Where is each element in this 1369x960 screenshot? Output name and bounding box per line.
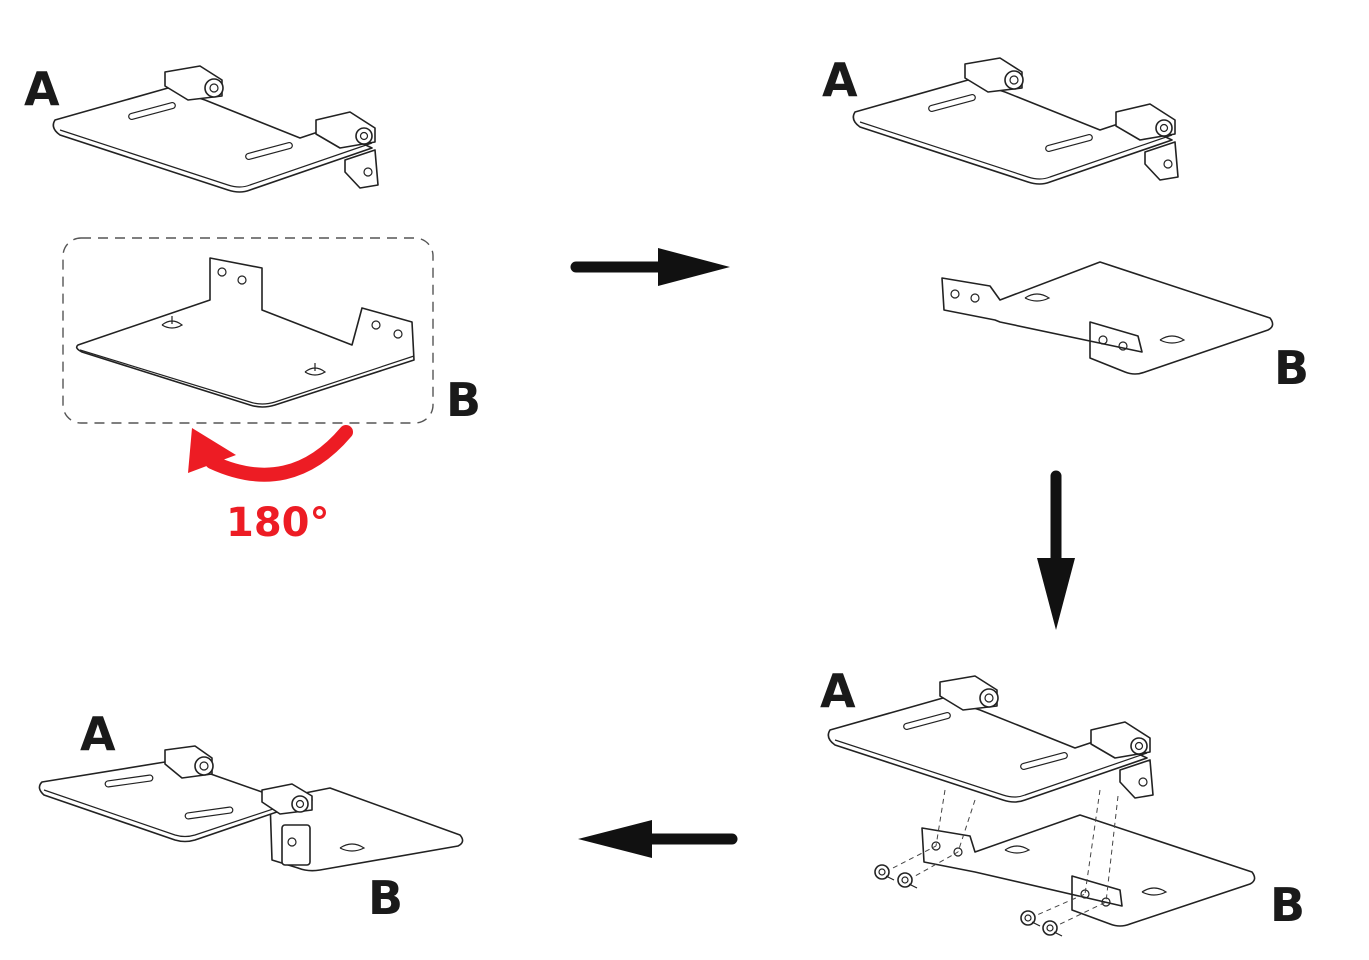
- step-2-position: A B: [822, 53, 1309, 395]
- plate-b: [941, 261, 1274, 375]
- screw-icon: [1020, 910, 1041, 927]
- plate-b: [75, 257, 415, 408]
- rotate-arrow-icon: [188, 425, 353, 482]
- arrow-left-icon: [578, 820, 738, 858]
- label-b: B: [368, 871, 403, 925]
- plate-a: [52, 65, 379, 193]
- rotation-label: 180°: [226, 500, 330, 546]
- arrow-right-icon: [570, 248, 730, 286]
- label-a: A: [80, 707, 116, 761]
- step-1-rotate-b: A B 180°: [24, 62, 481, 546]
- plate-a: [38, 745, 313, 843]
- plate-a: [852, 57, 1179, 185]
- screw-icon: [1042, 920, 1063, 937]
- highlight-box: [62, 237, 434, 424]
- arrow-down-icon: [1037, 470, 1075, 630]
- label-a: A: [820, 664, 856, 718]
- plate-b: [269, 787, 464, 872]
- screw-icon: [874, 864, 895, 881]
- alignment-lines: [884, 789, 1119, 929]
- label-b: B: [1274, 341, 1309, 395]
- label-a: A: [24, 62, 60, 116]
- step-4-assembled: A B: [38, 707, 464, 925]
- label-b: B: [1270, 878, 1305, 932]
- screw-icon: [897, 872, 918, 889]
- plate-a: [827, 675, 1154, 803]
- label-a: A: [822, 53, 858, 107]
- label-b: B: [446, 373, 481, 427]
- step-3-fasten-screws: A B: [820, 664, 1305, 937]
